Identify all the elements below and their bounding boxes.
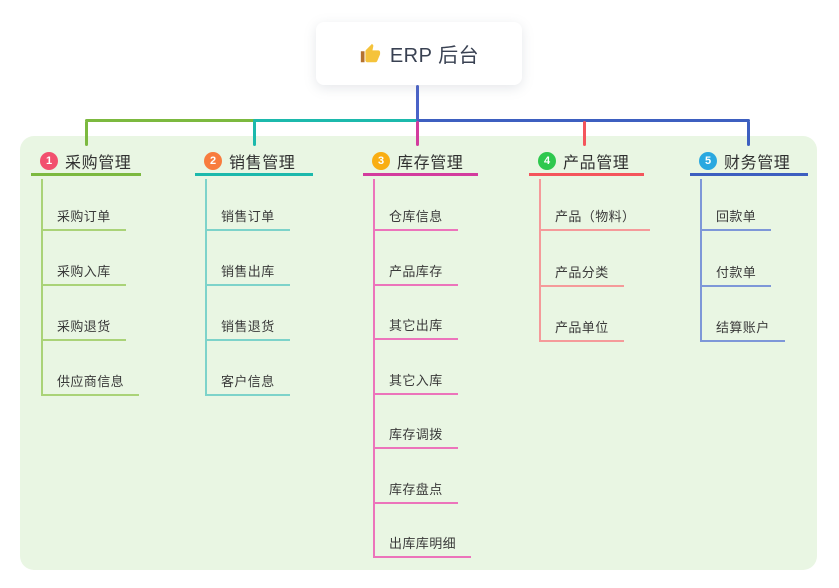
mindmap-panel — [20, 136, 817, 570]
child-node[interactable]: 库存调拨 — [373, 423, 458, 449]
branch-node-3[interactable]: 3 库存管理 — [363, 149, 478, 176]
branch-node-4[interactable]: 4 产品管理 — [529, 149, 644, 176]
branch-bus-line — [84, 119, 420, 122]
child-node[interactable]: 库存盘点 — [373, 478, 458, 504]
branch-title-label: 财务管理 — [724, 155, 791, 172]
branch-title-label: 采购管理 — [65, 155, 132, 172]
branch-number-badge: 1 — [40, 152, 58, 170]
child-node[interactable]: 采购入库 — [41, 260, 126, 286]
child-rail-line — [205, 179, 207, 396]
root-node[interactable]: ERP 后台 — [316, 22, 522, 85]
child-node[interactable]: 采购退货 — [41, 315, 126, 341]
child-node[interactable]: 销售出库 — [205, 260, 290, 286]
branch-drop-line — [747, 121, 750, 146]
branch-node-1[interactable]: 1 采购管理 — [31, 149, 141, 176]
branch-drop-line — [84, 121, 88, 146]
child-node[interactable]: 产品分类 — [539, 261, 624, 287]
child-node[interactable]: 产品（物料） — [539, 205, 651, 231]
child-rail-line — [41, 179, 43, 396]
root-connector-line — [415, 85, 419, 121]
child-rail-line — [700, 179, 702, 342]
child-node[interactable]: 产品单位 — [539, 316, 624, 342]
child-rail-line — [373, 179, 375, 558]
branch-number-badge: 5 — [699, 152, 717, 170]
child-rail-line — [539, 179, 541, 342]
child-node[interactable]: 仓库信息 — [373, 205, 458, 231]
child-node[interactable]: 结算账户 — [700, 316, 785, 342]
branch-node-2[interactable]: 2 销售管理 — [195, 149, 313, 176]
child-node[interactable]: 其它出库 — [373, 314, 458, 340]
branch-bus-line — [417, 119, 750, 122]
child-node[interactable]: 销售退货 — [205, 315, 290, 341]
child-node[interactable]: 回款单 — [700, 205, 772, 231]
child-node[interactable]: 产品库存 — [373, 260, 458, 286]
child-node[interactable]: 采购订单 — [41, 205, 126, 231]
branch-title-label: 销售管理 — [229, 155, 296, 172]
child-node[interactable]: 出库库明细 — [373, 532, 472, 558]
branch-drop-line — [252, 121, 256, 146]
child-node[interactable]: 客户信息 — [205, 370, 290, 396]
branch-drop-line — [583, 121, 586, 146]
branch-number-badge: 3 — [372, 152, 390, 170]
branch-node-5[interactable]: 5 财务管理 — [690, 149, 808, 176]
thumbs-up-icon — [360, 43, 380, 62]
child-node[interactable]: 供应商信息 — [41, 370, 140, 396]
branch-title-label: 库存管理 — [397, 155, 464, 172]
branch-bus-line — [252, 119, 420, 122]
root-title: ERP 后台 — [389, 45, 480, 67]
branch-number-badge: 2 — [204, 152, 222, 170]
branch-number-badge: 4 — [538, 152, 556, 170]
branch-drop-line — [415, 121, 419, 146]
child-node[interactable]: 销售订单 — [205, 205, 290, 231]
child-node[interactable]: 付款单 — [700, 261, 772, 287]
branch-title-label: 产品管理 — [563, 155, 630, 172]
child-node[interactable]: 其它入库 — [373, 369, 458, 395]
